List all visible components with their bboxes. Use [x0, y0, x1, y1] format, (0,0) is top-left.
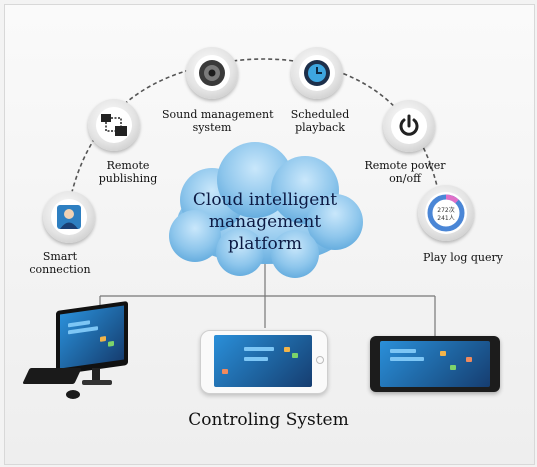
network-icon [101, 114, 127, 136]
ring-chart-icon: 272次 241人 [427, 194, 465, 232]
power-icon [399, 114, 419, 136]
ring-chart-value-2: 241人 [437, 215, 454, 222]
smart-connection-label: Smart connection [29, 250, 91, 276]
user-icon [57, 205, 81, 229]
sound-management-node [186, 47, 238, 99]
desktop-computer [22, 300, 132, 406]
remote-power-node [383, 100, 435, 152]
scheduled-playback-label: Scheduled playback [290, 108, 350, 134]
scheduled-playback-node [291, 47, 343, 99]
smartphone [200, 330, 328, 394]
monitor-stand [92, 368, 100, 382]
remote-publishing-label: Remote publishing [98, 159, 158, 185]
controlling-system-label: Controling System [188, 410, 349, 430]
ring-chart-value-1: 272次 [437, 206, 454, 214]
monitor-base [82, 380, 112, 385]
remote-publishing-node [88, 99, 140, 151]
monitor-screen [60, 305, 124, 369]
cloud-platform-label: Cloud intelligent management platform [192, 190, 338, 254]
mouse [66, 390, 80, 399]
speaker-icon [199, 60, 225, 86]
sound-management-label: Sound management system [162, 108, 274, 134]
tablet-screen [380, 341, 490, 387]
phone-screen [214, 335, 312, 387]
keyboard [22, 368, 82, 384]
play-log-query-node: 272次 241人 [418, 185, 474, 241]
play-log-query-label: Play log query [423, 251, 503, 264]
home-button [316, 356, 324, 364]
clock-icon [304, 60, 330, 86]
tablet [370, 336, 500, 392]
smart-connection-node [43, 191, 95, 243]
remote-power-label: Remote power on/off [364, 159, 446, 185]
